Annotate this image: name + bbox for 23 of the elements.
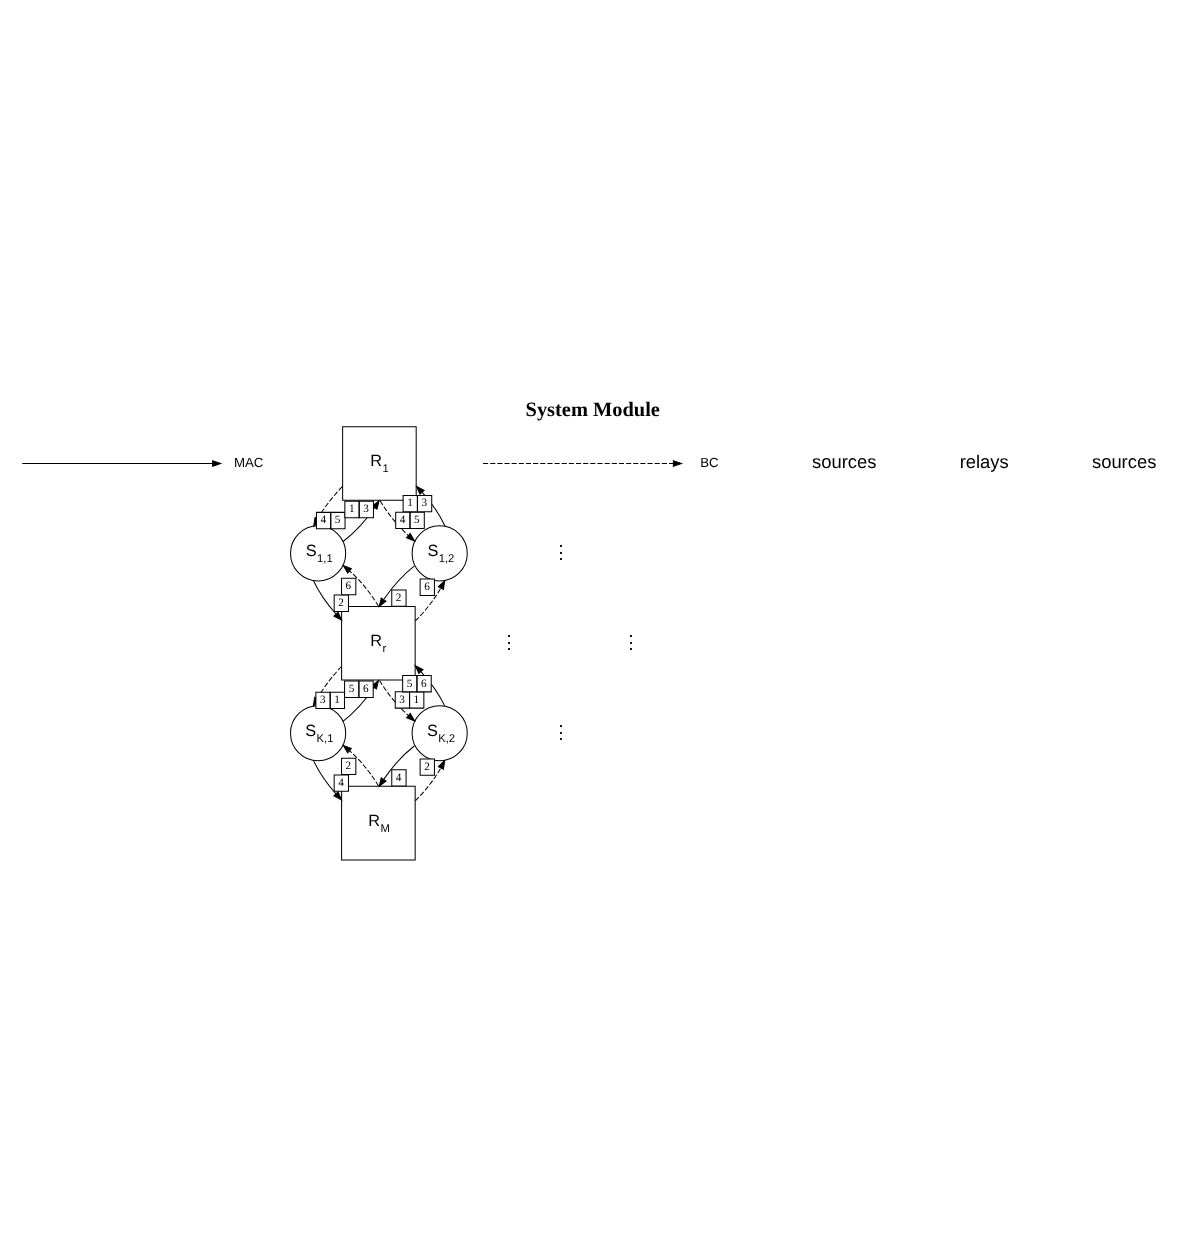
arrow: [378, 565, 415, 608]
node-circle: S$_{1,1}$: [290, 525, 347, 582]
node-box: R$_{1}$: [342, 426, 417, 501]
arrow: [313, 760, 343, 802]
arrow: [414, 664, 446, 707]
label: sources: [1092, 452, 1157, 473]
node-circle: S$_{K,1}$: [290, 705, 347, 762]
label: ⋮: [552, 541, 571, 562]
arrow: [378, 745, 415, 788]
arrow: [415, 485, 446, 527]
label: ⋮: [500, 631, 519, 652]
arrow: [379, 500, 416, 542]
arrow: [313, 580, 343, 622]
label: ⋮: [621, 631, 640, 652]
diagram-title: System Module: [525, 399, 660, 422]
node-circle: S$_{K,2}$: [411, 705, 468, 762]
node-box: R$_{M}$: [341, 785, 416, 861]
label: sources: [812, 452, 877, 473]
label: ⋮: [552, 721, 571, 742]
node-box: R$_{r}$: [341, 606, 416, 681]
node-circle: S$_{1,2}$: [411, 525, 468, 582]
label: relays: [959, 452, 1009, 473]
arrow: [379, 680, 416, 722]
